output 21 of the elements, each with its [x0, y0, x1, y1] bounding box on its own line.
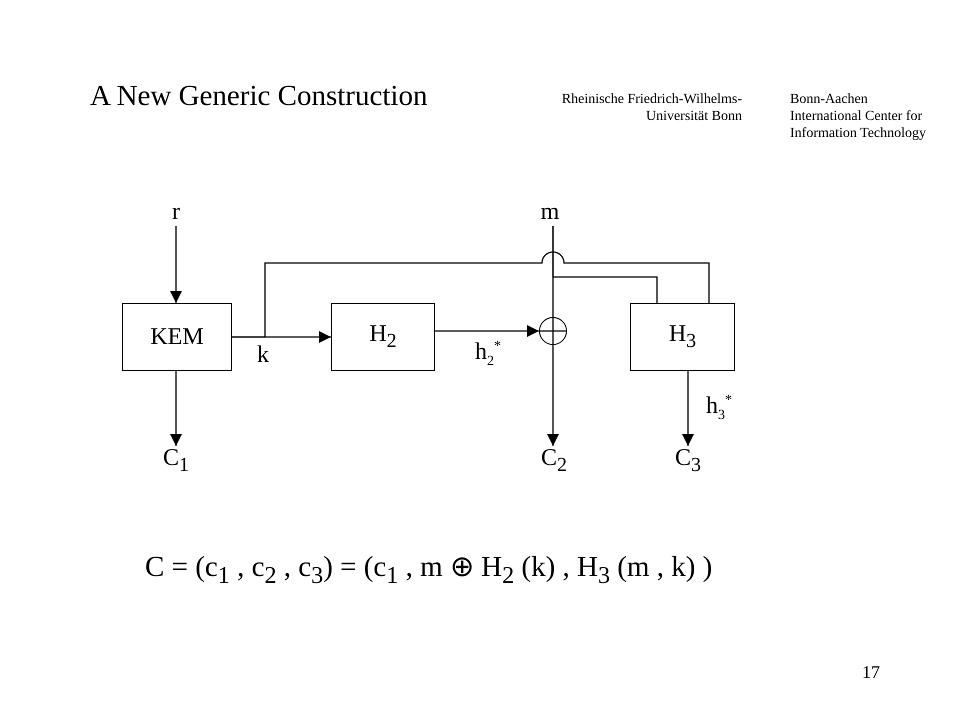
arrow — [170, 226, 182, 303]
process-box: H$_{2}$ — [331, 303, 435, 371]
process-box: H$_{3}$ — [630, 303, 735, 371]
connector-line — [232, 251, 710, 338]
affiliation-text: Rheinische Friedrich-Wilhelms-Universität Bonn — [560, 92, 742, 126]
arrow — [170, 371, 182, 446]
arrow — [682, 371, 694, 446]
node-label: C$_{3}$ — [672, 446, 704, 476]
affiliation-text: Bonn-Aachen International Center for Information Technology — [790, 92, 928, 142]
arrow — [547, 345, 559, 446]
node-label: C$_{2}$ — [538, 446, 570, 476]
process-box: KEM — [122, 303, 232, 371]
connector-line — [552, 226, 658, 303]
slide-title: A New Generic Construction — [90, 80, 428, 113]
node-label: r — [164, 198, 188, 226]
node-label: C$_{1}$ — [160, 446, 192, 476]
node-label: m — [535, 198, 565, 226]
page-number: 17 — [861, 662, 880, 684]
formula-text: C = (c$_{1}$ , c$_{2}$ , c$_{3}$) = (c$_{1}$ , m ⊕ H$_{2}$ (k) , H$_{3}$ (m , k) ) — [145, 550, 714, 590]
arrow — [435, 325, 539, 337]
xor-circle — [539, 317, 567, 345]
